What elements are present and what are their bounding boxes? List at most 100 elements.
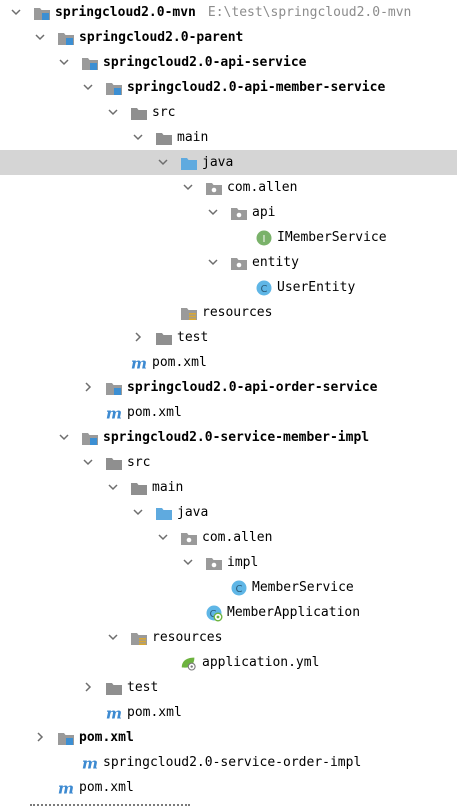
- resources-folder-icon: [130, 629, 148, 647]
- tree-node-com-allen[interactable]: com.allen: [0, 175, 457, 200]
- chevron-down-icon[interactable]: [180, 554, 196, 570]
- maven-pom-icon: m: [57, 779, 75, 797]
- svg-text:C: C: [261, 284, 268, 295]
- package-icon: [205, 179, 223, 197]
- tree-node-label: pom.xml: [152, 355, 207, 370]
- source-root-folder-icon: [155, 504, 173, 522]
- tree-node-label: test: [127, 680, 159, 695]
- spring-yaml-icon: [180, 654, 198, 672]
- project-root-name: springcloud2.0-mvn: [55, 5, 196, 20]
- maven-pom-icon: m: [130, 354, 148, 372]
- class-icon: C: [255, 279, 273, 297]
- chevron-right-icon[interactable]: [80, 679, 96, 695]
- tree-node-label: api: [252, 205, 276, 220]
- chevron-right-icon[interactable]: [130, 329, 146, 345]
- tree-node-label: springcloud2.0-api-order-service: [127, 380, 378, 395]
- chevron-down-icon[interactable]: [105, 629, 121, 645]
- tree-node-java[interactable]: java: [0, 500, 457, 525]
- tree-node-main[interactable]: main: [0, 475, 457, 500]
- tree-node-api-order-service[interactable]: springcloud2.0-api-order-service: [0, 375, 457, 400]
- tree-node-service-member-impl[interactable]: springcloud2.0-service-member-impl: [0, 425, 457, 450]
- tree-node-pom[interactable]: m pom.xml: [0, 400, 457, 425]
- tree-node-label: com.allen: [202, 530, 273, 545]
- tree-node-src[interactable]: src: [0, 100, 457, 125]
- chevron-down-icon[interactable]: [56, 429, 72, 445]
- tree-node-api[interactable]: api: [0, 200, 457, 225]
- tree-node-java[interactable]: java: [0, 150, 457, 175]
- tree-node-memberservice[interactable]: C MemberService: [0, 575, 457, 600]
- tree-node-label: MemberService: [252, 580, 354, 595]
- tree-node-test[interactable]: test: [0, 325, 457, 350]
- folder-icon: [155, 129, 173, 147]
- maven-pom-icon: m: [105, 404, 123, 422]
- chevron-down-icon[interactable]: [105, 479, 121, 495]
- chevron-down-icon[interactable]: [130, 129, 146, 145]
- tree-node-pom[interactable]: m springcloud2.0-service-order-impl: [0, 750, 457, 775]
- package-icon: [230, 204, 248, 222]
- folder-icon: [130, 479, 148, 497]
- chevron-down-icon[interactable]: [155, 154, 171, 170]
- package-icon: [205, 554, 223, 572]
- tree-node-application-yml[interactable]: application.yml: [0, 650, 457, 675]
- tree-node-src[interactable]: src: [0, 450, 457, 475]
- class-icon: C: [230, 579, 248, 597]
- tree-node-entity[interactable]: entity: [0, 250, 457, 275]
- maven-pom-icon: m: [81, 754, 99, 772]
- tree-node-label: pom.xml: [79, 730, 134, 745]
- tree-node-api-member-service[interactable]: springcloud2.0-api-member-service: [0, 75, 457, 100]
- module-folder-icon: [57, 29, 75, 47]
- tree-node-label: src: [152, 105, 176, 120]
- tree-node-label: springcloud2.0-api-member-service: [127, 80, 386, 95]
- resources-folder-icon: [180, 304, 198, 322]
- tree-node-pom[interactable]: m pom.xml: [0, 350, 457, 375]
- chevron-down-icon[interactable]: [56, 54, 72, 70]
- chevron-down-icon[interactable]: [130, 504, 146, 520]
- tree-node-label: springcloud2.0-service-order-impl: [103, 755, 362, 770]
- tree-node-label: pom.xml: [127, 405, 182, 420]
- chevron-down-icon[interactable]: [105, 104, 121, 120]
- tree-node-test[interactable]: test: [0, 675, 457, 700]
- tree-node-resources[interactable]: resources: [0, 625, 457, 650]
- chevron-down-icon[interactable]: [205, 204, 221, 220]
- chevron-down-icon[interactable]: [155, 529, 171, 545]
- chevron-down-icon[interactable]: [80, 79, 96, 95]
- module-folder-icon: [105, 379, 123, 397]
- interface-icon: I: [255, 229, 273, 247]
- tree-node-service-order-impl[interactable]: pom.xml: [0, 725, 457, 750]
- tree-node-api-service[interactable]: springcloud2.0-api-service: [0, 50, 457, 75]
- tree-node-label: main: [177, 130, 209, 145]
- folder-icon: [105, 679, 123, 697]
- chevron-right-icon[interactable]: [32, 729, 48, 745]
- chevron-down-icon[interactable]: [205, 254, 221, 270]
- tree-node-userentity[interactable]: C UserEntity: [0, 275, 457, 300]
- tree-node-label: entity: [252, 255, 299, 270]
- module-folder-icon: [57, 729, 75, 747]
- module-folder-icon: [33, 4, 51, 22]
- chevron-down-icon[interactable]: [32, 29, 48, 45]
- tree-node-label: springcloud2.0-api-service: [103, 55, 307, 70]
- chevron-down-icon[interactable]: [80, 454, 96, 470]
- tree-node-impl[interactable]: impl: [0, 550, 457, 575]
- folder-icon: [155, 329, 173, 347]
- tree-node-label: springcloud2.0-parent: [79, 30, 244, 45]
- svg-text:m: m: [82, 754, 98, 772]
- module-folder-icon: [105, 79, 123, 97]
- tree-node-com-allen[interactable]: com.allen: [0, 525, 457, 550]
- folder-icon: [105, 454, 123, 472]
- tree-node-label: pom.xml: [127, 705, 182, 720]
- package-icon: [180, 529, 198, 547]
- chevron-down-icon[interactable]: [180, 179, 196, 195]
- cut-off-row: [0, 800, 457, 808]
- tree-node-label: UserEntity: [277, 280, 356, 295]
- tree-node-main[interactable]: main: [0, 125, 457, 150]
- chevron-right-icon[interactable]: [80, 379, 96, 395]
- chevron-down-icon[interactable]: [8, 4, 24, 20]
- tree-node-resources[interactable]: resources: [0, 300, 457, 325]
- spring-boot-class-icon: C: [205, 604, 223, 622]
- tree-node-parent[interactable]: springcloud2.0-parent: [0, 25, 457, 50]
